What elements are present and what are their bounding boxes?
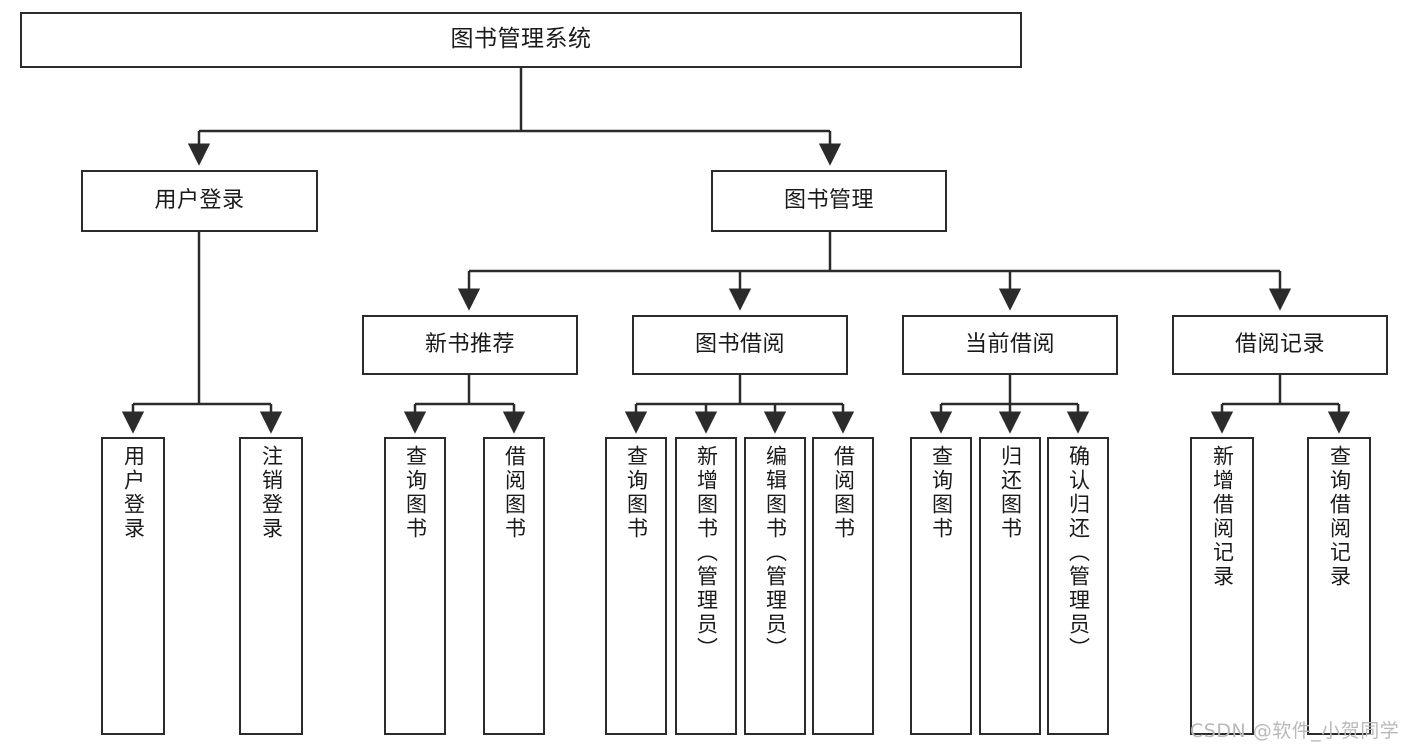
node-label: 查询借阅记录 xyxy=(1327,445,1352,589)
node-leaf-borrow-book-1[interactable]: 借阅图书 xyxy=(483,437,545,735)
node-leaf-user-login[interactable]: 用户登录 xyxy=(101,437,165,735)
node-leaf-query-book-2[interactable]: 查询图书 xyxy=(605,437,667,735)
csdn-watermark: CSDN @软件_小贺同学 xyxy=(1190,720,1400,742)
node-label: 当前借阅 xyxy=(964,331,1055,357)
node-label: 图书借阅 xyxy=(694,331,785,357)
node-leaf-borrow-book-2[interactable]: 借阅图书 xyxy=(812,437,874,735)
node-book-management-system[interactable]: 图书管理系统 xyxy=(20,12,1022,68)
node-leaf-query-book-3[interactable]: 查询图书 xyxy=(910,437,972,735)
node-leaf-query-record[interactable]: 查询借阅记录 xyxy=(1307,437,1371,735)
node-label: 新增图书（管理员） xyxy=(694,445,719,661)
node-leaf-logout[interactable]: 注销登录 xyxy=(239,437,303,735)
node-label: 借阅记录 xyxy=(1234,331,1325,357)
node-label: 用户登录 xyxy=(154,187,245,213)
node-book-borrow[interactable]: 图书借阅 xyxy=(632,315,848,375)
node-borrow-record[interactable]: 借阅记录 xyxy=(1172,315,1388,375)
node-leaf-return-book[interactable]: 归还图书 xyxy=(979,437,1041,735)
node-user-login[interactable]: 用户登录 xyxy=(81,170,318,232)
node-book-manage[interactable]: 图书管理 xyxy=(711,170,947,232)
node-new-book-recommend[interactable]: 新书推荐 xyxy=(362,315,578,375)
node-label: 借阅图书 xyxy=(502,445,527,541)
node-label: 新增借阅记录 xyxy=(1210,445,1235,589)
node-leaf-add-record[interactable]: 新增借阅记录 xyxy=(1190,437,1254,735)
node-label: 注销登录 xyxy=(259,445,284,541)
node-label: 查询图书 xyxy=(624,445,649,541)
node-label: 编辑图书（管理员） xyxy=(763,445,788,661)
node-label: 借阅图书 xyxy=(831,445,856,541)
node-label: 归还图书 xyxy=(998,445,1023,541)
node-leaf-add-book[interactable]: 新增图书（管理员） xyxy=(675,437,737,735)
node-label: 查询图书 xyxy=(403,445,428,541)
node-current-borrow[interactable]: 当前借阅 xyxy=(902,315,1118,375)
node-label: 确认归还（管理员） xyxy=(1066,445,1091,661)
node-label: 新书推荐 xyxy=(424,331,515,357)
node-label: 查询图书 xyxy=(929,445,954,541)
node-leaf-edit-book[interactable]: 编辑图书（管理员） xyxy=(744,437,806,735)
node-leaf-confirm-return[interactable]: 确认归还（管理员） xyxy=(1047,437,1109,735)
node-label: 图书管理系统 xyxy=(450,26,592,53)
node-leaf-query-book-1[interactable]: 查询图书 xyxy=(384,437,446,735)
node-label: 图书管理 xyxy=(783,187,874,213)
node-label: 用户登录 xyxy=(121,445,146,541)
